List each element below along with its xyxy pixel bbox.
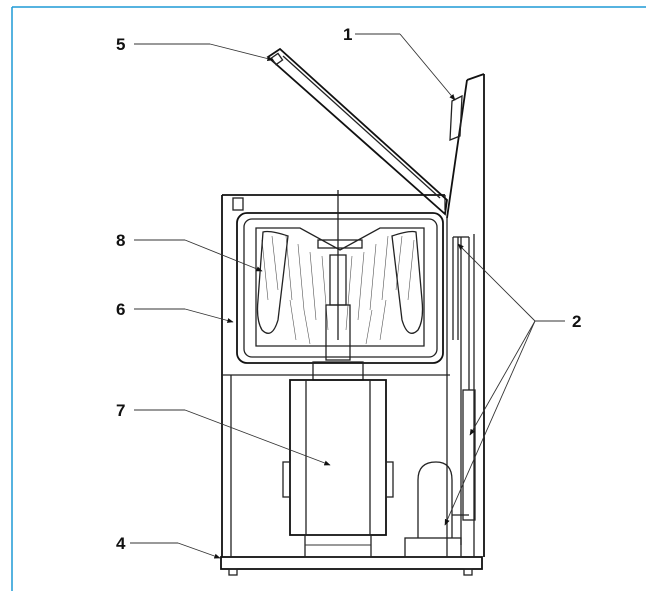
callout-label-5: 5 bbox=[116, 35, 125, 54]
callout-label-8: 8 bbox=[116, 231, 125, 250]
callout-6: 6 bbox=[116, 300, 234, 323]
callout-label-4: 4 bbox=[116, 534, 126, 553]
lid bbox=[266, 47, 448, 216]
callout-4: 4 bbox=[116, 534, 221, 559]
motor bbox=[282, 361, 394, 558]
callout-label-7: 7 bbox=[116, 401, 125, 420]
callout-label-1: 1 bbox=[343, 25, 352, 44]
callout-2: 2 bbox=[444, 243, 581, 526]
base-plate bbox=[220, 556, 483, 576]
callout-8: 8 bbox=[116, 231, 263, 272]
callout-5: 5 bbox=[116, 35, 274, 62]
back-column bbox=[446, 73, 485, 557]
callout-label-2: 2 bbox=[572, 312, 581, 331]
control-panel bbox=[449, 94, 463, 141]
callout-1: 1 bbox=[343, 25, 456, 101]
callout-label-6: 6 bbox=[116, 300, 125, 319]
rotor bbox=[255, 190, 425, 361]
rotor-chamber bbox=[236, 212, 444, 364]
tubing-pump bbox=[404, 236, 476, 558]
callout-7: 7 bbox=[116, 401, 331, 466]
